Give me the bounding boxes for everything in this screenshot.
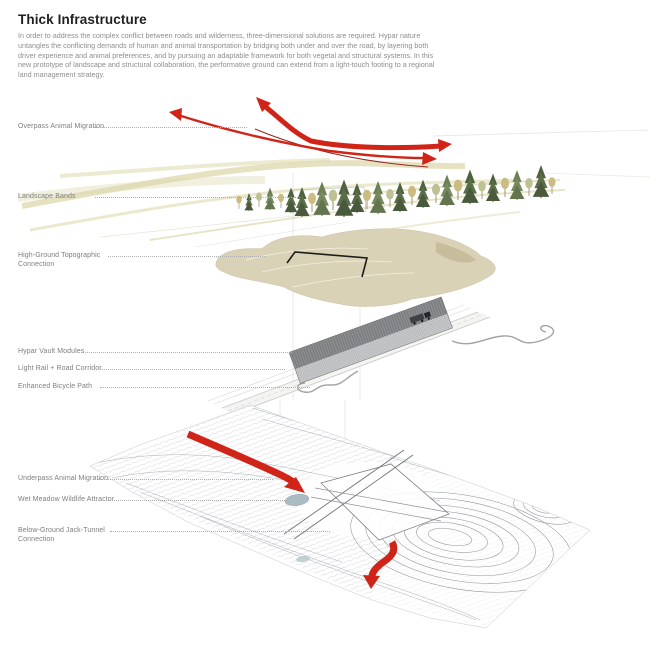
leader-landscape-bands: [95, 197, 300, 198]
wet-meadow-pond: [284, 494, 310, 506]
label-hypar-vault-modules: Hypar Vault Modules: [18, 348, 85, 355]
hypar-vault: [288, 296, 453, 384]
underpass-migration-arrow: [186, 430, 305, 493]
layer-overpass-landscape: [17, 97, 650, 253]
tunnel-road-geometry: [283, 449, 450, 541]
leader-overpass-animal-migration: [93, 127, 247, 128]
layer-vault-corridor: [207, 296, 555, 415]
label-enhanced-bicycle-path: Enhanced Bicycle Path: [18, 383, 93, 390]
wet-meadow-pond-small: [296, 555, 310, 563]
truck: [409, 311, 432, 325]
label-light-rail-road-corridor: Light Rail + Road Corridor: [18, 365, 102, 372]
intro-paragraph: In order to address the complex conflict…: [18, 31, 435, 80]
overpass-migration-arrows: [169, 97, 452, 168]
topographic-connection-line: [286, 251, 369, 278]
leader-light-rail-road-corridor: [100, 369, 285, 370]
layer-high-ground: [195, 221, 496, 307]
bicycle-path-right: [451, 324, 555, 345]
label-below-ground-jack-tunnel-connection: Below-Ground Jack-Tunnel Connection: [18, 527, 105, 543]
leader-underpass-animal-migration: [98, 479, 273, 480]
bicycle-path-left: [297, 370, 359, 393]
leader-high-ground-topographic-connection: [108, 256, 265, 257]
label-landscape-bands: Landscape Bands: [18, 193, 76, 200]
label-high-ground-topographic-connection: High-Ground Topographic Connection: [18, 252, 101, 268]
leader-enhanced-bicycle-path: [100, 387, 310, 388]
header: Thick Infrastructure In order to address…: [18, 12, 448, 80]
jack-tunnel-arrow: [363, 540, 398, 589]
label-overpass-animal-migration: Overpass Animal Migration: [18, 123, 105, 130]
layer-ground-terrain: [89, 404, 591, 629]
leader-wet-meadow-wildlife-attractor: [103, 500, 287, 501]
label-underpass-animal-migration: Underpass Animal Migration: [18, 475, 109, 482]
landform-blob: [215, 228, 496, 307]
leader-hypar-vault-modules: [82, 352, 292, 353]
label-wet-meadow-wildlife-attractor: Wet Meadow Wildlife Attractor: [18, 496, 115, 503]
page-title: Thick Infrastructure: [18, 12, 147, 27]
leader-below-ground-jack-tunnel-connection: [110, 531, 330, 532]
